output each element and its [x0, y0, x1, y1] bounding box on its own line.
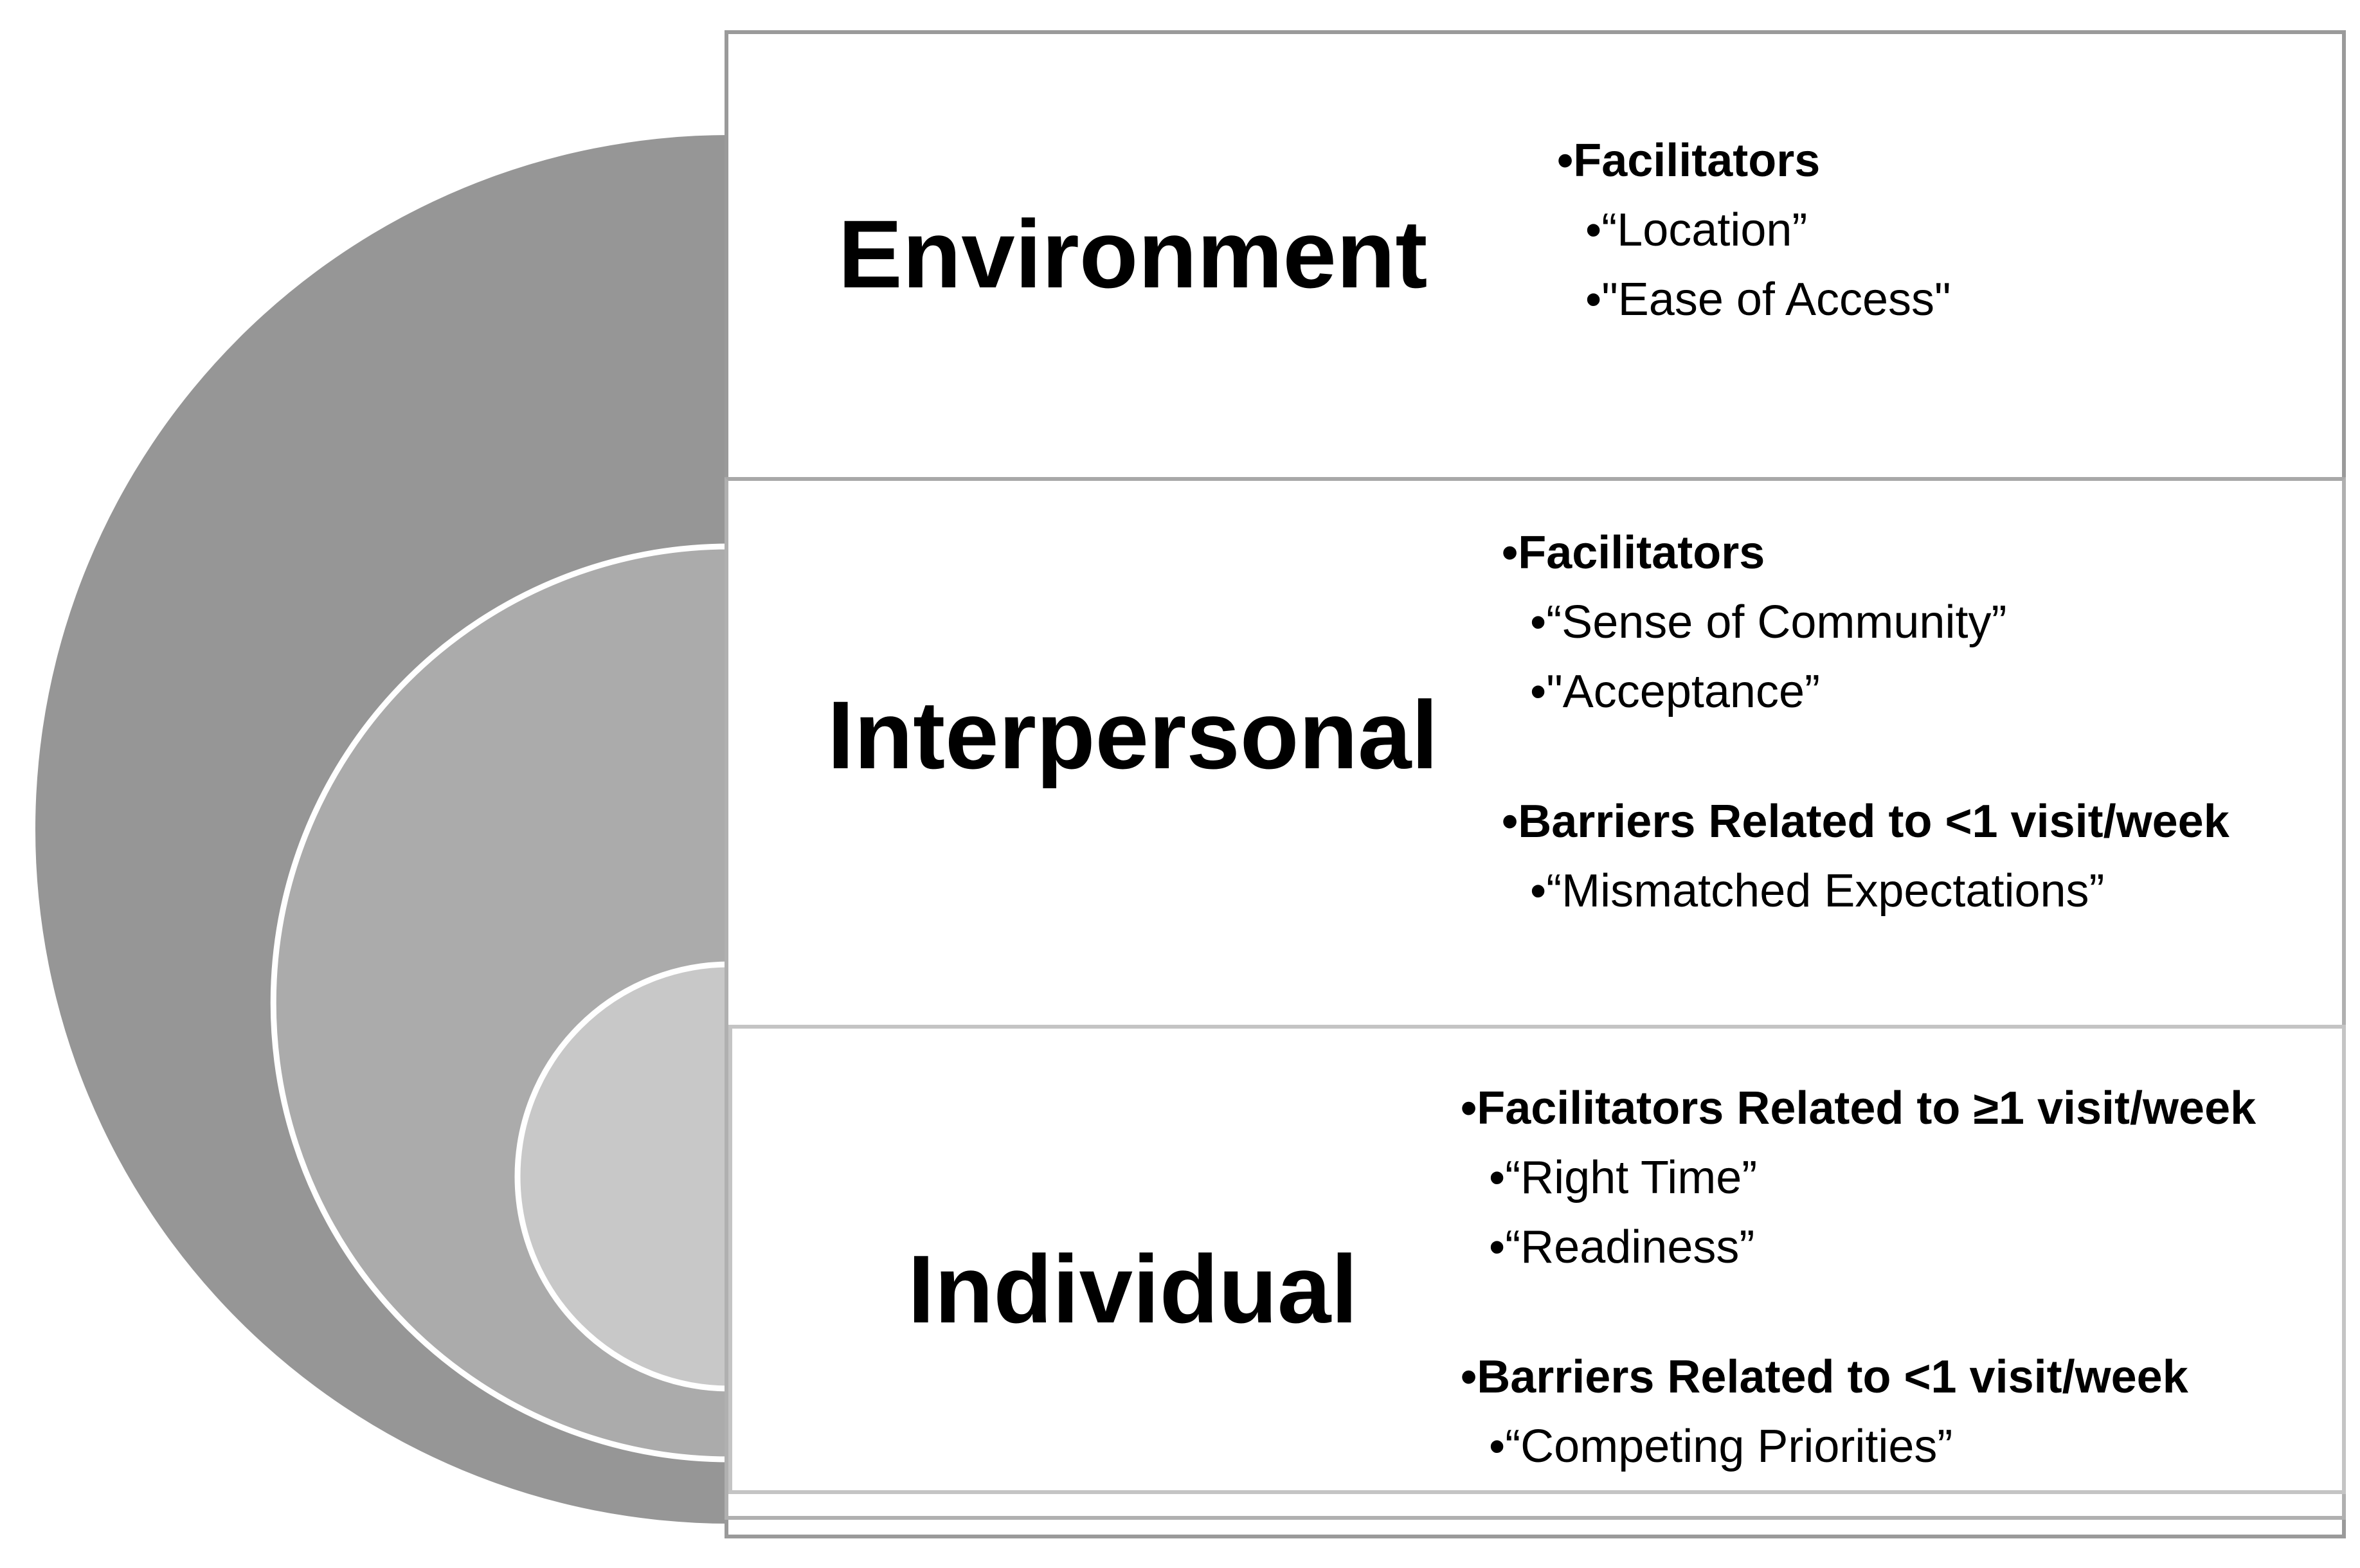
individual-facilitators-heading: •Facilitators Related to ≥1 visit/week	[1461, 1083, 2256, 1134]
interpersonal-facilitators-heading: •Facilitators	[1502, 527, 1765, 579]
interpersonal-facilitator-item: •"Acceptance”	[1530, 666, 1820, 717]
environment-bullets: •Facilitators •“Location” •"Ease of Acce…	[1557, 126, 1951, 334]
individual-barrier-item: •“Competing Priorities”	[1489, 1421, 1953, 1472]
interpersonal-bullets: •Facilitators •“Sense of Community” •"Ac…	[1502, 518, 2229, 926]
individual-barriers-heading: •Barriers Related to <1 visit/week	[1461, 1351, 2188, 1403]
interpersonal-facilitator-item: •“Sense of Community”	[1530, 597, 2007, 648]
environment-facilitator-item: •“Location”	[1585, 204, 1808, 256]
individual-title: Individual	[907, 1235, 1358, 1343]
individual-bullets: •Facilitators Related to ≥1 visit/week •…	[1461, 1074, 2256, 1481]
individual-panel	[728, 1025, 2346, 1494]
interpersonal-title: Interpersonal	[827, 681, 1439, 789]
environment-panel	[725, 30, 2346, 482]
individual-arc	[514, 961, 733, 1392]
individual-facilitator-item: •“Readiness”	[1489, 1221, 1755, 1273]
environment-facilitators-heading: •Facilitators	[1557, 135, 1821, 186]
individual-facilitator-item: •“Right Time”	[1489, 1152, 1758, 1203]
environment-facilitator-item: •"Ease of Access"	[1585, 274, 1951, 325]
environment-title: Environment	[838, 200, 1428, 308]
interpersonal-barriers-heading: •Barriers Related to <1 visit/week	[1502, 796, 2229, 847]
interpersonal-barrier-item: •“Mismatched Expectations”	[1530, 865, 2105, 917]
